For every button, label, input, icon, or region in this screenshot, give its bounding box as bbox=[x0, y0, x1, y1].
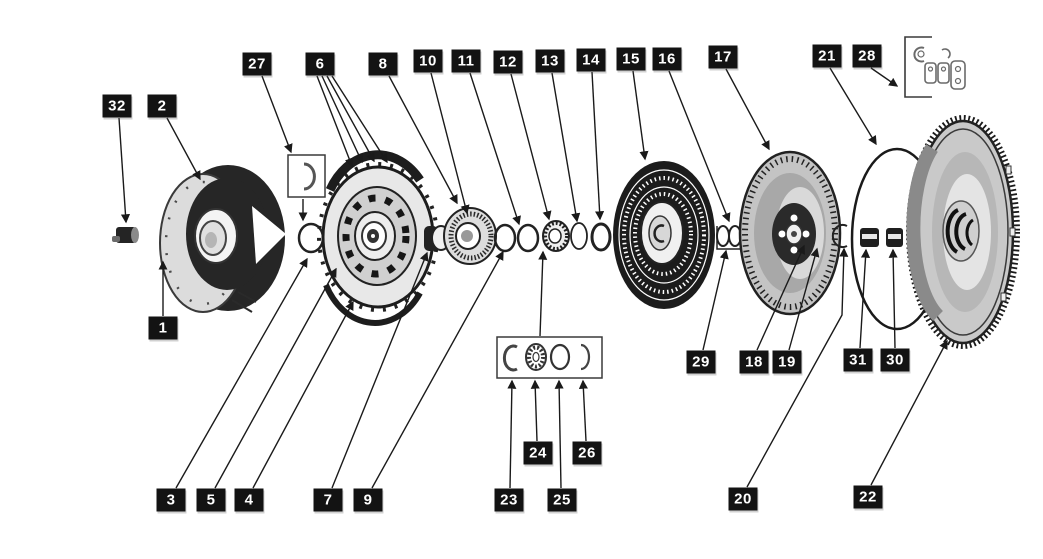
washer-bracket-part bbox=[716, 225, 746, 250]
leader-line bbox=[118, 117, 131, 224]
leader-line bbox=[469, 72, 521, 226]
leader-line bbox=[326, 75, 375, 163]
leader-line bbox=[507, 379, 517, 489]
callout-23: 23 bbox=[494, 488, 524, 512]
leader-line bbox=[175, 257, 308, 489]
callout-18: 18 bbox=[739, 350, 769, 374]
callout-10: 10 bbox=[413, 49, 443, 73]
leader-line bbox=[725, 68, 770, 151]
stator-part bbox=[613, 161, 715, 309]
callout-32: 32 bbox=[102, 94, 132, 118]
callout-22: 22 bbox=[853, 485, 883, 509]
clip-part-20 bbox=[831, 224, 848, 248]
callout-5: 5 bbox=[196, 488, 226, 512]
leader-line bbox=[388, 75, 458, 205]
flywheel-part-22 bbox=[906, 115, 1020, 349]
geared-hub-part bbox=[443, 207, 497, 265]
plug-part-32 bbox=[112, 227, 139, 243]
leader-line bbox=[321, 75, 363, 164]
leader-line bbox=[632, 70, 649, 161]
leader-line bbox=[316, 75, 354, 168]
leader-line bbox=[530, 379, 540, 442]
callout-30: 30 bbox=[880, 348, 910, 372]
callout-6: 6 bbox=[305, 52, 335, 76]
leader-line bbox=[829, 67, 877, 146]
callout-12: 12 bbox=[493, 50, 523, 74]
callout-31: 31 bbox=[843, 348, 873, 372]
inset-box-27 bbox=[287, 154, 326, 198]
callout-20: 20 bbox=[728, 487, 758, 511]
callout-29: 29 bbox=[686, 350, 716, 374]
callout-4: 4 bbox=[234, 488, 264, 512]
leader-line bbox=[430, 72, 470, 215]
callout-26: 26 bbox=[572, 441, 602, 465]
inset-box-23-26 bbox=[496, 336, 603, 379]
leader-lines bbox=[118, 67, 948, 489]
callout-16: 16 bbox=[652, 47, 682, 71]
leader-line bbox=[252, 300, 354, 489]
callout-13: 13 bbox=[535, 49, 565, 73]
leader-line bbox=[554, 379, 564, 489]
leader-line bbox=[331, 251, 429, 489]
leader-line bbox=[214, 267, 337, 489]
leader-line bbox=[538, 250, 548, 337]
leader-line bbox=[668, 70, 731, 223]
inset-box-28 bbox=[904, 36, 966, 98]
leader-line bbox=[888, 248, 898, 349]
bushing-parts bbox=[860, 228, 903, 247]
leader-line bbox=[551, 72, 581, 223]
leader-line bbox=[578, 379, 588, 442]
leader-line bbox=[702, 249, 729, 351]
ring-parts-row bbox=[493, 220, 612, 253]
leader-line bbox=[870, 67, 899, 87]
callout-24: 24 bbox=[523, 441, 553, 465]
callout-7: 7 bbox=[313, 488, 343, 512]
leader-line bbox=[788, 247, 820, 351]
callout-1: 1 bbox=[148, 316, 178, 340]
callout-25: 25 bbox=[547, 488, 577, 512]
leader-line bbox=[591, 71, 605, 221]
callout-17: 17 bbox=[708, 45, 738, 69]
callout-19: 19 bbox=[772, 350, 802, 374]
leader-line bbox=[746, 247, 849, 488]
callout-2: 2 bbox=[147, 94, 177, 118]
callout-11: 11 bbox=[451, 49, 481, 73]
leader-line bbox=[859, 248, 871, 349]
callout-9: 9 bbox=[353, 488, 383, 512]
turbine-part bbox=[738, 150, 842, 316]
leader-line bbox=[870, 339, 948, 486]
callout-27: 27 bbox=[242, 52, 272, 76]
bell-housing-part bbox=[159, 165, 286, 313]
leader-line bbox=[756, 244, 805, 351]
callout-3: 3 bbox=[156, 488, 186, 512]
leader-line bbox=[261, 75, 293, 154]
leader-line bbox=[371, 250, 504, 489]
callout-14: 14 bbox=[576, 48, 606, 72]
leader-line bbox=[510, 73, 552, 221]
callout-15: 15 bbox=[616, 47, 646, 71]
pump-assembly-part bbox=[317, 150, 439, 326]
callout-8: 8 bbox=[368, 52, 398, 76]
callout-28: 28 bbox=[852, 44, 882, 68]
callout-21: 21 bbox=[812, 44, 842, 68]
leader-line bbox=[331, 75, 388, 164]
leader-line bbox=[166, 117, 201, 181]
